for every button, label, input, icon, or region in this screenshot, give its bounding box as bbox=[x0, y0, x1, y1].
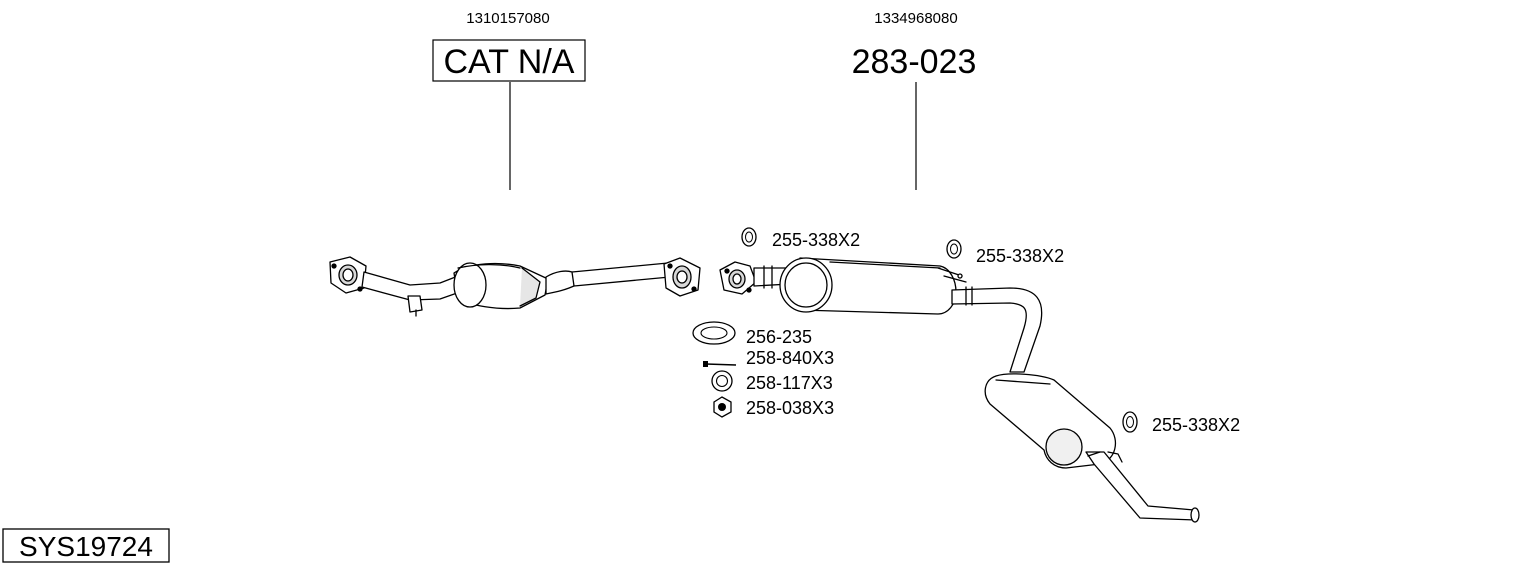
catalyst-part-box bbox=[432, 39, 586, 82]
system-code: SYS19724 bbox=[19, 531, 153, 562]
middle-muffler[interactable] bbox=[719, 257, 1200, 523]
catalyst-part-number[interactable]: CAT N/A bbox=[444, 43, 575, 81]
gasket-c-label: 255-338X2 bbox=[1152, 415, 1240, 435]
gasket-b[interactable]: 255-338X2 bbox=[946, 239, 1064, 266]
gasket-b-label: 255-338X2 bbox=[976, 246, 1064, 266]
nut-label: 258-038X3 bbox=[746, 398, 834, 418]
gasket-a-label: 255-338X2 bbox=[772, 230, 860, 250]
muffler-part-number[interactable]: 283-023 bbox=[852, 43, 977, 81]
bolt[interactable]: 258-840X3 bbox=[703, 348, 834, 368]
flange-gasket[interactable]: 256-235 bbox=[692, 321, 812, 347]
nut[interactable]: 258-038X3 bbox=[713, 396, 834, 418]
spring-label: 258-117X3 bbox=[746, 373, 833, 393]
gasket-a[interactable]: 255-338X2 bbox=[741, 227, 860, 250]
bolt-icon bbox=[705, 363, 737, 366]
oe-number-catalyst: 1310157080 bbox=[466, 10, 549, 27]
bolt-label: 258-840X3 bbox=[746, 348, 834, 368]
oe-number-muffler: 1334968080 bbox=[874, 10, 957, 27]
flange-gasket-label: 256-235 bbox=[746, 327, 812, 347]
gasket-c[interactable]: 255-338X2 bbox=[1122, 411, 1240, 435]
catalytic-converter-pipe[interactable] bbox=[329, 256, 701, 317]
system-code-box bbox=[2, 528, 170, 563]
spring[interactable]: 258-117X3 bbox=[711, 370, 833, 393]
